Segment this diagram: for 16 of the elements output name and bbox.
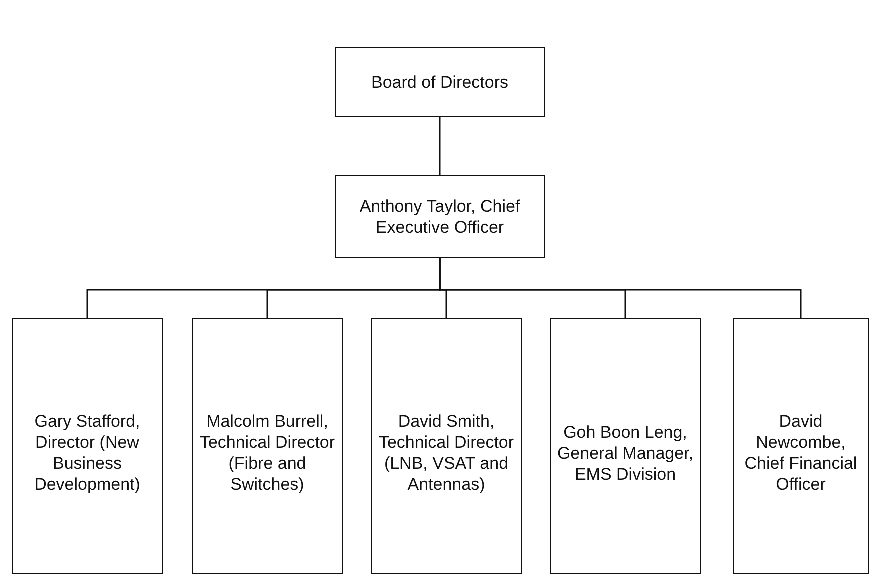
org-box: [192, 318, 343, 574]
connector-line: [439, 258, 802, 318]
node-label: Malcolm Burrell, Technical Director (Fibre and Switches): [199, 411, 336, 495]
org-box: [335, 175, 545, 258]
node-label: David Newcombe, Chief Financial Officer: [744, 411, 858, 495]
org-box: [733, 318, 869, 574]
org-box: [335, 47, 545, 117]
connector-line: [439, 117, 441, 175]
org-box: [12, 318, 163, 574]
node-label: Goh Boon Leng, General Manager, EMS Division: [557, 422, 694, 484]
node-label: Gary Stafford, Director (New Business Development): [34, 411, 142, 495]
node-label: Anthony Taylor, Chief Executive Officer: [358, 196, 522, 238]
org-box: [550, 318, 701, 574]
node-label: Board of Directors: [372, 72, 508, 92]
org-box: [371, 318, 522, 574]
node-label: David Smith, Technical Director (LNB, VSAT and Antennas): [378, 411, 515, 495]
